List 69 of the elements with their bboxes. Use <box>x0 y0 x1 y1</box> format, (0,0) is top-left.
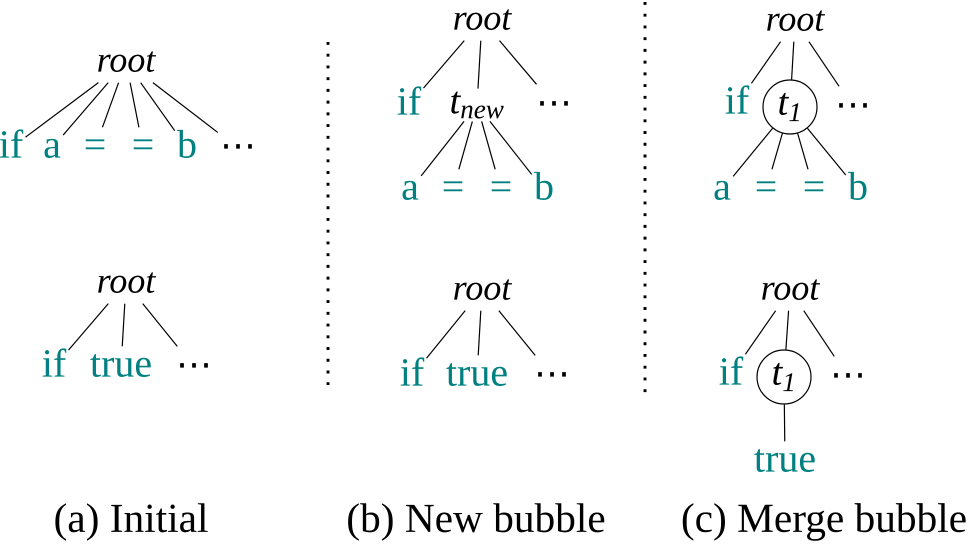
tree-edge <box>426 310 466 359</box>
tree-edge <box>140 82 176 132</box>
root-label: root <box>98 272 156 293</box>
tree-edge <box>803 310 835 357</box>
ellipsis: ⋯ <box>540 101 568 106</box>
subtree-label: t$_{new}$ <box>451 92 504 118</box>
token-label: a <box>44 138 60 158</box>
tree-edge <box>423 40 465 89</box>
token-label: b <box>848 172 866 200</box>
token-label: true <box>446 363 507 386</box>
root-label: root <box>454 279 512 300</box>
ellipsis: ⋯ <box>839 103 867 108</box>
token-label: true <box>754 449 815 472</box>
bubble-node: t$_{1}$ <box>762 79 818 135</box>
tree-edge <box>102 82 120 128</box>
tree-edge <box>791 42 794 80</box>
root-label: root <box>454 9 512 30</box>
tree-edge <box>142 303 178 347</box>
tree-edge <box>477 40 482 89</box>
root-label: root <box>98 51 156 72</box>
token-label: if <box>42 348 66 377</box>
token-label: = <box>134 139 152 150</box>
token-label: a <box>714 180 730 200</box>
tree-edge <box>797 133 809 170</box>
tree-edge <box>771 133 783 170</box>
tree-edge <box>490 121 532 175</box>
tree-edge <box>420 121 465 176</box>
token-label: a <box>402 180 418 200</box>
tree-edge <box>732 128 773 177</box>
ellipsis: ⋯ <box>834 373 862 378</box>
tree-edge <box>785 310 790 350</box>
tree-edge <box>68 303 109 350</box>
tree-edge <box>807 128 846 176</box>
token-label: = <box>86 139 104 150</box>
tree-edge <box>498 310 536 356</box>
token-label: b <box>534 172 552 200</box>
ellipsis: ⋯ <box>224 144 252 149</box>
token-label: = <box>492 181 510 192</box>
bubble-node: t$_{1}$ <box>756 349 812 405</box>
subfigure-caption: (c) Merge bubble <box>682 503 966 541</box>
tree-edge <box>481 121 496 170</box>
token-label: if <box>0 129 24 158</box>
token-label: if <box>720 356 744 385</box>
tree-edge <box>784 404 786 442</box>
token-label: = <box>444 181 462 192</box>
tree-edge <box>478 310 482 356</box>
tree-edge <box>25 82 99 138</box>
tree-edge <box>130 82 140 128</box>
ellipsis: ⋯ <box>538 372 566 377</box>
tree-edge <box>744 310 776 355</box>
token-label: if <box>400 357 424 386</box>
token-label: = <box>756 181 776 192</box>
tree-edge <box>808 41 840 87</box>
subfigure-caption: (a) Initial <box>55 503 208 541</box>
subfigure-caption: (b) New bubble <box>348 503 604 541</box>
token-label: true <box>90 354 151 377</box>
tree-edge <box>62 82 109 136</box>
tree-edge <box>152 82 218 133</box>
token-label: if <box>726 85 750 114</box>
tree-edge <box>458 121 473 170</box>
token-label: = <box>804 181 824 192</box>
tree-edge <box>122 304 126 346</box>
tree-edge <box>750 41 782 84</box>
root-label: root <box>762 279 820 300</box>
token-label: b <box>177 130 196 158</box>
root-label: root <box>767 10 826 31</box>
ellipsis: ⋯ <box>180 363 208 368</box>
token-label: if <box>398 86 422 115</box>
tree-edge <box>499 40 537 85</box>
